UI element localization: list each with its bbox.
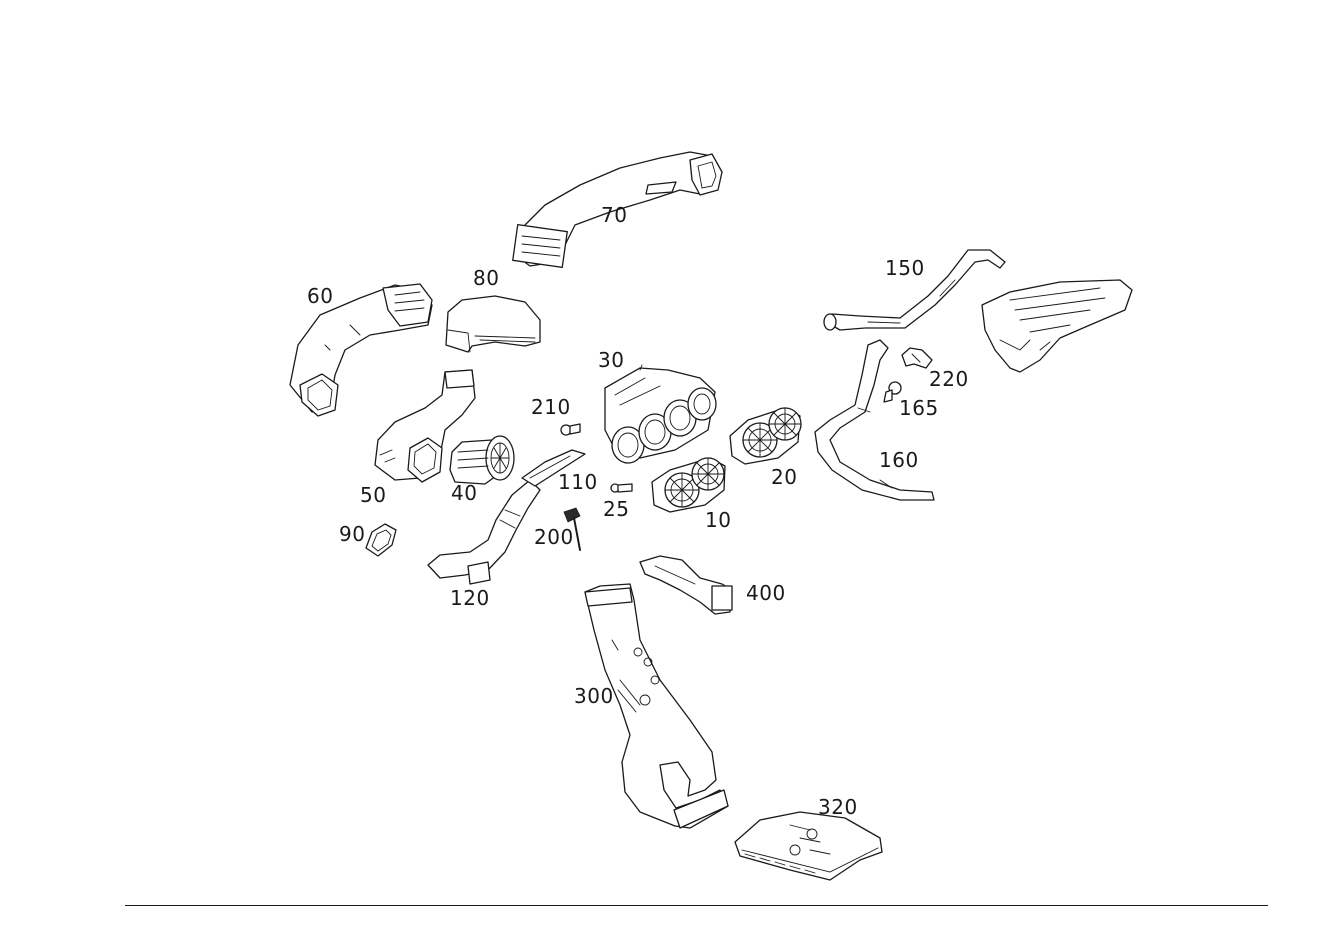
- label-part-25: 25: [603, 497, 630, 521]
- label-part-110: 110: [558, 470, 598, 494]
- part-210-screw: [560, 423, 581, 436]
- label-part-60: 60: [307, 284, 334, 308]
- part-25-screw: [610, 483, 633, 493]
- label-part-10: 10: [705, 508, 732, 532]
- part-150-pipe: [823, 249, 1006, 331]
- label-part-40: 40: [451, 481, 478, 505]
- part-80-elbow-duct: [445, 295, 541, 353]
- part-120-lower-duct: [427, 479, 541, 585]
- part-300-vertical-duct: [584, 583, 729, 829]
- label-part-80: 80: [473, 266, 500, 290]
- part-10-twin-vent: [651, 457, 726, 513]
- page-divider-line: [125, 905, 1268, 906]
- label-part-220: 220: [929, 367, 969, 391]
- label-part-210: 210: [531, 395, 571, 419]
- part-60-left-duct: [289, 283, 433, 417]
- label-part-50: 50: [360, 483, 387, 507]
- label-part-160: 160: [879, 448, 919, 472]
- label-part-400: 400: [746, 581, 786, 605]
- part-110-bracket: [521, 449, 586, 487]
- part-70-upper-air-duct: [512, 151, 723, 268]
- label-part-90: 90: [339, 522, 366, 546]
- label-part-70: 70: [601, 203, 628, 227]
- label-part-320: 320: [818, 795, 858, 819]
- label-part-200: 200: [534, 525, 574, 549]
- label-part-165: 165: [899, 396, 939, 420]
- part-50-duct-assembly: [374, 369, 476, 483]
- part-40-vent-unit: [449, 435, 515, 485]
- part-165-screw: [883, 381, 902, 403]
- part-20-twin-vent: [729, 407, 802, 465]
- label-part-20: 20: [771, 465, 798, 489]
- part-320-floor-panel: [734, 811, 883, 881]
- label-part-30: 30: [598, 348, 625, 372]
- label-part-300: 300: [574, 684, 614, 708]
- dashboard-module: [981, 279, 1133, 373]
- label-part-150: 150: [885, 256, 925, 280]
- label-part-120: 120: [450, 586, 490, 610]
- part-30-distribution-housing: [604, 364, 717, 464]
- part-220-clip: [901, 347, 933, 369]
- part-90-gasket: [365, 523, 397, 557]
- part-400-small-duct: [639, 555, 733, 615]
- part-200-bolt: [563, 507, 581, 551]
- part-160-bent-pipe: [814, 339, 935, 501]
